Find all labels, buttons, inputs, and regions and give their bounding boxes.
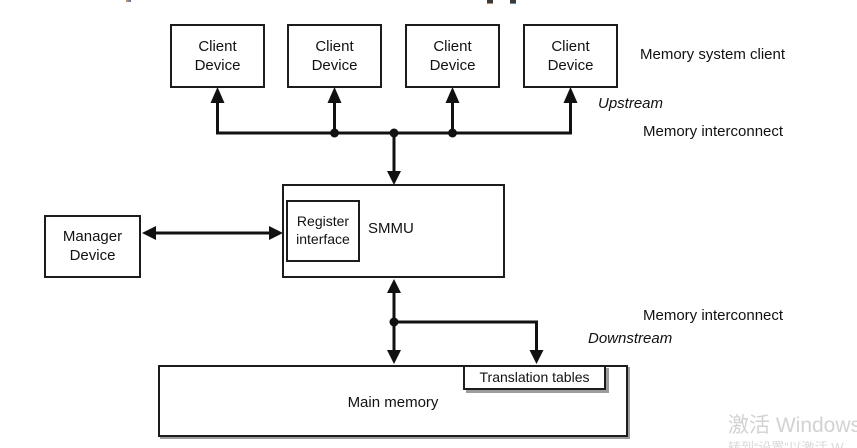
memory-interconnect-upstream-label: Memory interconnect [643, 123, 784, 140]
upstream-arrowheads [210, 87, 578, 185]
client-device-label: Device [311, 57, 358, 74]
main-memory-label: Main memory [347, 394, 439, 411]
translation-tables-box: Translation tables [463, 365, 606, 390]
downstream-bus [392, 290, 538, 352]
memory-interconnect-downstream-label: Memory interconnect [643, 307, 784, 324]
register-interface-label: Register [296, 213, 350, 229]
client-device-label: Device [194, 57, 241, 74]
register-interface-label: interface [296, 231, 350, 247]
client-device-label: Client [315, 38, 354, 55]
client-device-box-3: Client Device [405, 24, 500, 88]
client-device-box-2: Client Device [287, 24, 382, 88]
translation-tables-label: Translation tables [479, 369, 590, 385]
manager-smmu-arrowheads [142, 226, 283, 240]
activate-windows-watermark: 激活 Windows [728, 414, 857, 437]
client-device-label: Device [547, 57, 594, 74]
manager-device-box: Manager Device [44, 215, 141, 278]
screen-artifact [510, 0, 516, 4]
screen-artifact [487, 0, 493, 4]
downstream-label: Downstream [588, 330, 673, 347]
client-device-label: Device [429, 57, 476, 74]
upstream-bus [216, 98, 572, 172]
client-device-label: Client [551, 38, 590, 55]
client-device-box-1: Client Device [170, 24, 265, 88]
screen-artifact [126, 0, 131, 2]
smmu-label: SMMU [368, 220, 414, 237]
downstream-arrowheads [387, 279, 544, 364]
memory-system-client-label: Memory system client [640, 46, 786, 63]
client-device-label: Client [433, 38, 472, 55]
client-device-box-4: Client Device [523, 24, 618, 88]
upstream-label: Upstream [598, 95, 664, 112]
activate-windows-watermark-subtext: 转到“设置”以激活 W [728, 440, 844, 448]
client-device-label: Client [198, 38, 237, 55]
register-interface-box: Register interface [286, 200, 360, 262]
manager-device-label: Device [69, 247, 116, 264]
manager-device-label: Manager [62, 228, 123, 245]
